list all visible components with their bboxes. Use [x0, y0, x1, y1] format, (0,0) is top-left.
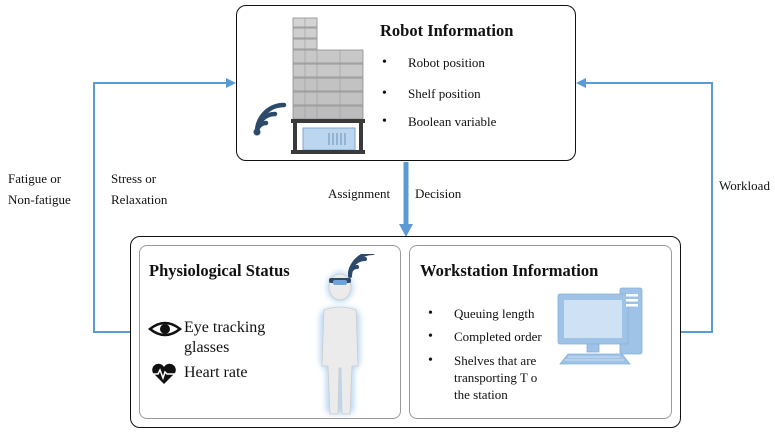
- list-item: Completed order: [428, 329, 542, 352]
- robot-info-title: Robot Information: [380, 21, 514, 40]
- workload-label: Workload: [719, 178, 770, 193]
- list-item: Boolean variable: [382, 114, 496, 130]
- heart-rate-label: Heart rate: [184, 364, 248, 381]
- physiological-title: Physiological Status: [149, 261, 290, 280]
- eye-icon: [148, 321, 182, 337]
- right-feedback-arrow: [584, 82, 713, 333]
- robot-shelf-icon: [253, 17, 365, 154]
- workstation-list: Queuing length Completed order Shelves t…: [428, 306, 542, 403]
- robot-information-box: Robot Information Robot position Shelf p…: [236, 5, 576, 161]
- computer-icon: [557, 287, 643, 365]
- left-feedback-arrow: [93, 82, 228, 333]
- robot-info-list: Robot position Shelf position Boolean va…: [382, 55, 496, 130]
- left-arrowhead: [226, 78, 236, 88]
- person-icon: [320, 254, 375, 415]
- list-item: Shelf position: [382, 86, 496, 114]
- center-arrowhead: [399, 224, 413, 237]
- heart-icon: [151, 363, 177, 384]
- list-item: Queuing length: [428, 306, 542, 329]
- assignment-label: Assignment: [328, 186, 391, 201]
- list-item: Robot position: [382, 55, 496, 86]
- list-item: Shelves that are transporting T o the st…: [428, 352, 542, 403]
- decision-label: Decision: [415, 186, 462, 201]
- workstation-information-box: Workstation Information Queuing length C…: [409, 245, 672, 419]
- right-arrowhead: [576, 78, 586, 88]
- workstation-title: Workstation Information: [420, 261, 599, 280]
